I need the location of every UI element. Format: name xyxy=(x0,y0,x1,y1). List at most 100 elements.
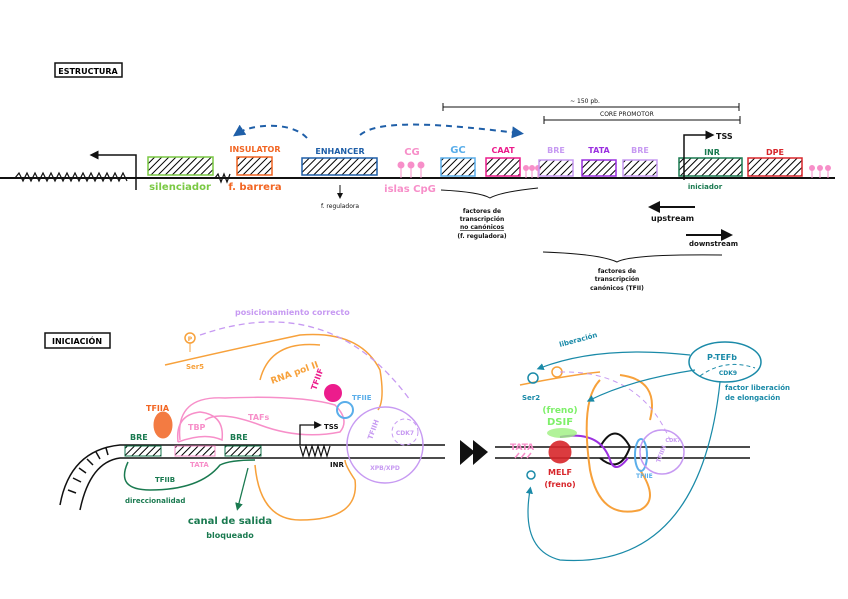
inr-label: INR xyxy=(704,148,720,157)
next-step-arrow xyxy=(460,440,488,465)
cdk9-label: CDK9 xyxy=(719,370,737,377)
rna-pol-ii-lower xyxy=(254,459,357,521)
dpe-label: DPE xyxy=(766,148,784,157)
tfiib-label: TFIIB xyxy=(155,476,175,484)
barrier-coil xyxy=(214,172,231,184)
bre-upstream-box: BRE xyxy=(538,146,574,177)
canon-label: factores de transcripción canónicos (TFI… xyxy=(590,268,644,292)
tss-arrow xyxy=(683,130,715,180)
enhancer-loop-left-arrow xyxy=(233,124,308,139)
tbp-outline xyxy=(176,411,224,443)
tfiia-label: TFIIA xyxy=(146,404,170,413)
tss-label: TSS xyxy=(716,132,733,141)
cg-label: CG xyxy=(404,147,420,158)
chromatin-coil xyxy=(14,171,128,183)
tfiia-blob xyxy=(153,411,173,439)
caat-box: CAAT xyxy=(485,146,521,177)
tfiie-blob xyxy=(336,401,354,419)
tfiib-outline xyxy=(123,459,256,491)
release-label: liberación xyxy=(558,331,598,349)
svg-text:transcripción: transcripción xyxy=(595,276,640,283)
tfiif-blob xyxy=(324,384,342,402)
noncanon-label: factores de transcripción no canónicos (… xyxy=(457,208,507,240)
tfiih-label: TFIIH xyxy=(366,418,381,440)
xpb-label: XPB/XPD xyxy=(370,465,400,472)
bre1-label: BRE xyxy=(547,146,565,155)
svg-text:factores de: factores de xyxy=(598,268,636,275)
bre1-init-label: BRE xyxy=(130,433,148,442)
cpg-label: islas CpG xyxy=(384,184,436,195)
gc-box: GC xyxy=(440,145,476,177)
tfiie-elong-label: TFIIE xyxy=(636,473,653,480)
phosphate-ser2-icon xyxy=(527,372,539,384)
tata-init-label: TATA xyxy=(190,461,209,469)
dsif-phos-arrow xyxy=(586,369,696,402)
nelf-blob xyxy=(548,440,572,464)
span-label: ~ 150 pb. xyxy=(570,98,600,105)
tafs-outline xyxy=(178,396,345,441)
core-label: CORE PROMOTOR xyxy=(600,111,654,118)
svg-text:transcripción: transcripción xyxy=(460,216,505,223)
ptefb-label: P-TEFb xyxy=(707,353,737,362)
svg-text:no canónicos: no canónicos xyxy=(460,224,504,231)
dna-double-strand xyxy=(59,444,445,511)
nelf-phos-arrow xyxy=(525,381,721,562)
tata-label: TATA xyxy=(588,146,610,155)
release-arrow xyxy=(536,351,691,371)
bre-downstream-box: BRE xyxy=(622,146,658,177)
tfiih-elong-circle xyxy=(639,429,685,475)
tss-init-arrow xyxy=(299,421,322,445)
ser5-label: Ser5 xyxy=(186,363,204,371)
initiator-label: iniciador xyxy=(688,183,723,191)
tfiih-circle xyxy=(346,406,424,484)
structure-title: ESTRUCTURA xyxy=(58,67,118,76)
tata-elong-label: TATA xyxy=(510,443,534,453)
tfiie-label: TFIIE xyxy=(352,394,372,402)
downstream-label: downstream xyxy=(689,240,738,248)
inr-box: INR iniciador xyxy=(678,148,743,191)
exit-channel-arrow xyxy=(235,467,249,511)
cdk7-elong-label: CDK7 xyxy=(665,438,681,444)
tata-box: TATA xyxy=(581,146,617,177)
bre2-init-label: BRE xyxy=(230,433,248,442)
bre2-init-box xyxy=(224,445,262,457)
inr-coil xyxy=(299,443,331,459)
tata-box-init xyxy=(174,445,216,457)
upstream-label: upstream xyxy=(651,214,694,223)
structure-title-box xyxy=(54,62,123,78)
blocked-label: bloqueado xyxy=(206,531,254,540)
svg-text:(f. reguladora): (f. reguladora) xyxy=(457,233,507,240)
ctd-tail xyxy=(519,371,601,386)
enhancer-element: ENHANCER xyxy=(301,147,378,176)
svg-text:canónicos (TFII): canónicos (TFII) xyxy=(590,285,644,292)
factor-label-1: factor liberación xyxy=(725,384,790,392)
silencer-label: silenciador xyxy=(149,182,211,193)
canon-brace xyxy=(542,251,723,263)
brake1-label: (freno) xyxy=(542,406,577,416)
rna-pol-ii-outline xyxy=(164,333,383,411)
bre1-init-box xyxy=(124,445,162,457)
tfiie-elong-blob xyxy=(634,438,648,472)
tss-init-label: TSS xyxy=(324,423,339,431)
cdk7-circle xyxy=(391,418,419,446)
dpe-box: DPE xyxy=(747,148,803,177)
factor-label-2: de elongación xyxy=(725,394,780,402)
svg-text:P: P xyxy=(188,336,193,343)
silencer-element: silenciador xyxy=(147,156,214,193)
ser2-label: Ser2 xyxy=(522,394,540,402)
cdk7-dashed-link xyxy=(559,371,671,441)
inr-init-label: INR xyxy=(330,461,344,469)
gc-label: GC xyxy=(450,145,466,156)
barrier-label: f. barrera xyxy=(228,182,281,193)
positioning-label: posicionamiento correcto xyxy=(235,308,350,317)
regulatory-label: f. reguladora xyxy=(321,203,359,210)
initiation-title: INICIACIÓN xyxy=(52,335,102,346)
initiation-title-box xyxy=(44,332,111,349)
dsif-blob xyxy=(547,428,577,438)
dsif-label: DSIF xyxy=(547,417,573,428)
caat-label: CAAT xyxy=(491,146,515,155)
ptefb-ellipse xyxy=(688,341,762,383)
bre2-label: BRE xyxy=(631,146,649,155)
dna-ticks xyxy=(67,447,109,494)
